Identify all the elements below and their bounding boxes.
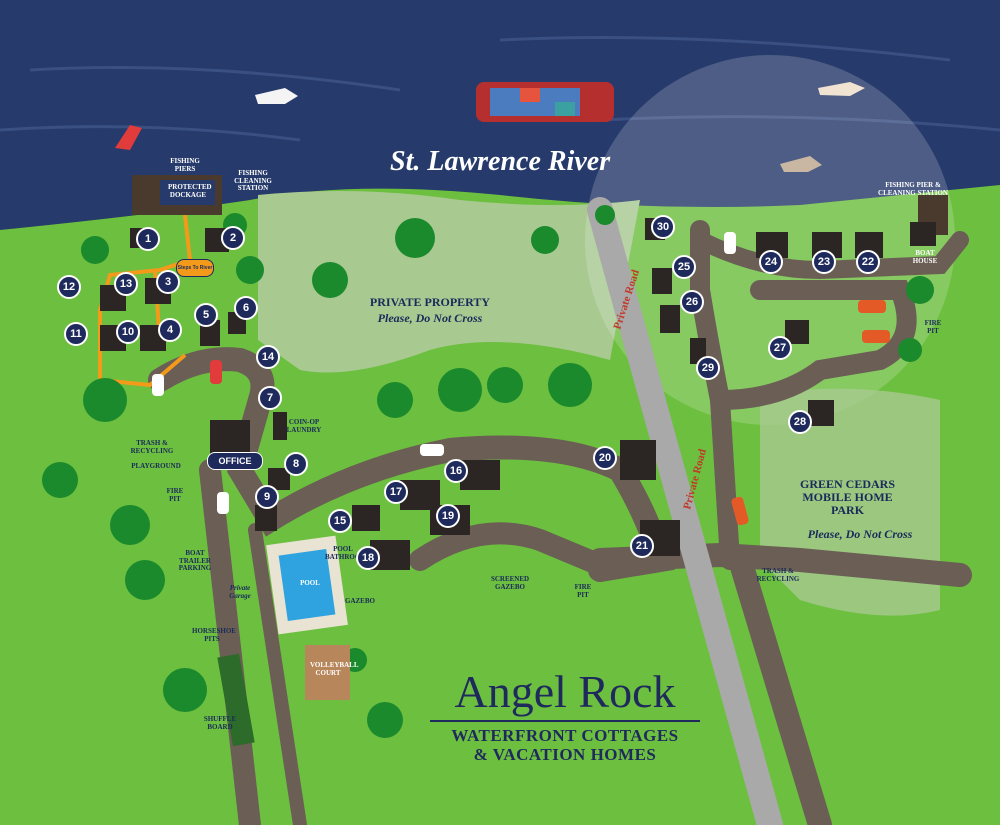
cottage-marker-14[interactable]: 14 xyxy=(256,345,280,369)
cottage-marker-13[interactable]: 13 xyxy=(114,272,138,296)
cottage-marker-3[interactable]: 3 xyxy=(156,270,180,294)
private-property-label: PRIVATE PROPERTY xyxy=(369,295,491,309)
office-badge: OFFICE xyxy=(207,452,263,470)
fire-pit-mid-label: FIRE PIT xyxy=(574,583,592,599)
fishing-piers-label: FISHING PIERS xyxy=(170,157,200,173)
brand-subtitle-1: WATERFRONT COTTAGES xyxy=(451,726,679,745)
green-cedars-label: GREEN CEDARS MOBILE HOME PARK xyxy=(800,477,896,518)
horseshoe-pits-label: HORSESHOE PITS xyxy=(192,627,236,643)
cottage-marker-27[interactable]: 27 xyxy=(768,336,792,360)
screened-gazebo-label: SCREENED GAZEBO xyxy=(490,575,530,591)
river-waves xyxy=(0,36,1000,142)
pool-area xyxy=(217,535,350,747)
fire-pit-left-label: FIRE PIT xyxy=(166,487,184,503)
steps-to-river-badge: Steps To River xyxy=(176,259,214,277)
boat-house-label: BOAT HOUSE xyxy=(912,249,938,265)
cottage-marker-20[interactable]: 20 xyxy=(593,446,617,470)
brand-block: Angel Rock WATERFRONT COTTAGES & VACATIO… xyxy=(420,668,710,764)
protected-dockage-label: PROTECTED DOCKAGE xyxy=(168,183,212,199)
cottage-marker-8[interactable]: 8 xyxy=(284,452,308,476)
cottage-marker-30[interactable]: 30 xyxy=(651,215,675,239)
playground-label: PLAYGROUND xyxy=(131,462,181,470)
trash-recycling-left-label: TRASH & RECYCLING xyxy=(130,439,174,455)
cottage-marker-22[interactable]: 22 xyxy=(856,250,880,274)
river-name: St. Lawrence River xyxy=(390,146,611,177)
cottage-marker-25[interactable]: 25 xyxy=(672,255,696,279)
cottage-marker-4[interactable]: 4 xyxy=(158,318,182,342)
private-property-note: Please, Do Not Cross xyxy=(377,311,483,325)
cottage-marker-10[interactable]: 10 xyxy=(116,320,140,344)
cottage-marker-11[interactable]: 11 xyxy=(64,322,88,346)
cottage-marker-2[interactable]: 2 xyxy=(221,226,245,250)
cottage-marker-21[interactable]: 21 xyxy=(630,534,654,558)
cottage-marker-5[interactable]: 5 xyxy=(194,303,218,327)
cottage-marker-29[interactable]: 29 xyxy=(696,356,720,380)
cottage-marker-23[interactable]: 23 xyxy=(812,250,836,274)
cottage-marker-17[interactable]: 17 xyxy=(384,480,408,504)
boat-trailer-parking-label: BOAT TRAILER PARKING xyxy=(178,549,212,573)
brand-divider xyxy=(430,720,700,722)
cars xyxy=(152,232,890,526)
trash-recycling-right-label: TRASH & RECYCLING xyxy=(756,567,800,583)
cottage-marker-28[interactable]: 28 xyxy=(788,410,812,434)
private-garage-label: Private Garage xyxy=(229,584,251,600)
pool-bathroom-label: POOL BATHROOM xyxy=(325,545,367,561)
boats xyxy=(115,82,865,172)
brand-subtitle-2: & VACATION HOMES xyxy=(473,745,657,764)
pool-label: POOL xyxy=(300,579,320,587)
cottage-marker-12[interactable]: 12 xyxy=(57,275,81,299)
trees xyxy=(42,205,934,738)
gazebo-label: GAZEBO xyxy=(345,597,375,605)
fishing-cleaning-station-label: FISHING CLEANING STATION xyxy=(234,169,272,193)
cottage-marker-16[interactable]: 16 xyxy=(444,459,468,483)
coin-op-laundry-label: COIN-OP LAUNDRY xyxy=(286,418,322,434)
cottage-marker-7[interactable]: 7 xyxy=(258,386,282,410)
cottage-marker-15[interactable]: 15 xyxy=(328,509,352,533)
volleyball-court-label: VOLLEYBALL COURT xyxy=(310,661,359,677)
cottage-marker-1[interactable]: 1 xyxy=(136,227,160,251)
cottage-marker-24[interactable]: 24 xyxy=(759,250,783,274)
cottage-marker-19[interactable]: 19 xyxy=(436,504,460,528)
green-cedars-note: Please, Do Not Cross xyxy=(807,527,913,541)
fishing-pier-cleaning-label: FISHING PIER & CLEANING STATION xyxy=(878,181,948,197)
shuffle-board-label: SHUFFLE BOARD xyxy=(203,715,237,731)
dock xyxy=(132,175,948,235)
brand-title: Angel Rock xyxy=(454,666,676,717)
fire-pit-right-label: FIRE PIT xyxy=(924,319,942,335)
cottage-marker-9[interactable]: 9 xyxy=(255,485,279,509)
cottage-marker-6[interactable]: 6 xyxy=(234,296,258,320)
cottage-marker-18[interactable]: 18 xyxy=(356,546,380,570)
cottage-marker-26[interactable]: 26 xyxy=(680,290,704,314)
